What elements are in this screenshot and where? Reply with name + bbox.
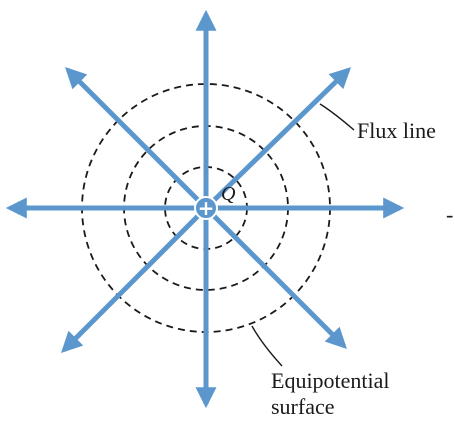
equipotential-leader bbox=[251, 325, 283, 367]
flux-line-up-left bbox=[65, 67, 208, 210]
flux-lines bbox=[5, 9, 405, 409]
charge-label: Q bbox=[221, 183, 236, 205]
charge-circle bbox=[194, 196, 218, 220]
flux-line-down-right bbox=[204, 206, 347, 349]
point-charge: + bbox=[194, 196, 218, 220]
equipotential-label-line2: surface bbox=[271, 394, 335, 419]
edge-mark: - bbox=[446, 202, 453, 227]
flux-line-down-left bbox=[61, 206, 208, 353]
charge-sign: + bbox=[198, 196, 215, 220]
flux-line-leader bbox=[319, 103, 355, 131]
flux-line-label: Flux line bbox=[357, 118, 436, 143]
flux-line-up-right bbox=[204, 67, 352, 210]
equipotential-label-line1: Equipotential bbox=[271, 368, 390, 393]
